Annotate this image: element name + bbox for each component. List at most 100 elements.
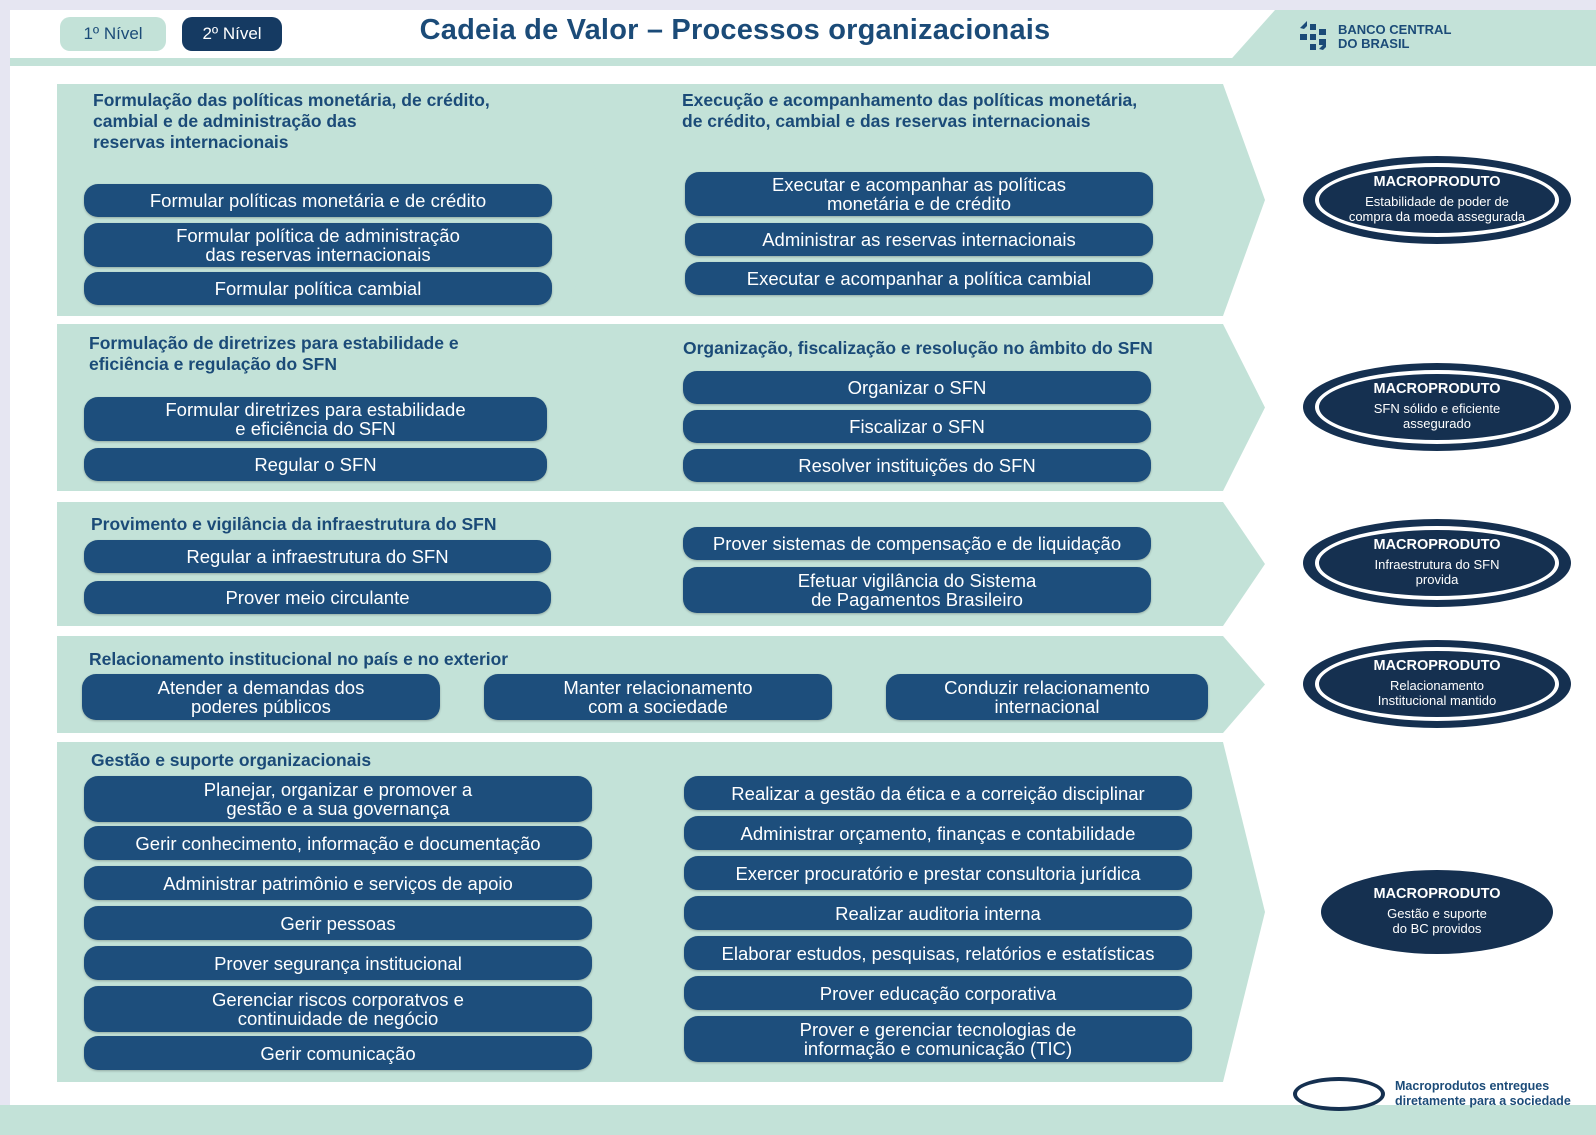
process-label: Prover meio circulante — [225, 588, 409, 607]
text-line: Gestão e suporte organizacionais — [91, 750, 372, 770]
group-title: Gestão e suporte organizacionais — [91, 750, 691, 771]
process-button[interactable]: Resolver instituições do SFN — [683, 449, 1151, 482]
process-label: Prover segurança institucional — [214, 954, 462, 973]
text-line: com a sociedade — [588, 696, 728, 717]
text-line: reservas internacionais — [93, 132, 289, 152]
process-label: Prover sistemas de compensação e de liqu… — [713, 534, 1121, 553]
text-line: compra da moeda assegurada — [1348, 209, 1526, 224]
process-button[interactable]: Realizar auditoria interna — [684, 896, 1192, 930]
text-line: Manter relacionamento — [563, 677, 753, 698]
process-button[interactable]: Organizar o SFN — [683, 371, 1151, 404]
process-button[interactable]: Prover meio circulante — [84, 581, 551, 614]
process-button[interactable]: Formular políticas monetária e de crédit… — [84, 184, 552, 217]
process-button[interactable]: Gerir conhecimento, informação e documen… — [84, 826, 592, 860]
process-button[interactable]: Realizar a gestão da ética e a correição… — [684, 776, 1192, 810]
text-line: Provimento e vigilância da infraestrutur… — [91, 514, 497, 534]
process-button[interactable]: Administrar orçamento, finanças e contab… — [684, 816, 1192, 850]
process-button[interactable]: Administrar patrimônio e serviços de apo… — [84, 866, 592, 900]
process-label: Gerir conhecimento, informação e documen… — [135, 834, 540, 853]
text-line: Administrar as reservas internacionais — [762, 229, 1076, 250]
text-line: Efetuar vigilância do Sistema — [797, 570, 1037, 591]
process-button[interactable]: Administrar as reservas internacionais — [685, 223, 1153, 256]
text-line: Gerir pessoas — [280, 912, 396, 934]
text-line: monetária e de crédito — [826, 193, 1012, 214]
process-button[interactable]: Gerir pessoas — [84, 906, 592, 940]
text-line: Formular política de administração — [176, 225, 460, 246]
process-label: Gerir pessoas — [280, 914, 395, 933]
text-line: Executar e acompanhar as políticas — [771, 174, 1067, 195]
text-line: gestão e a sua governança — [226, 798, 450, 819]
text-line: e eficiência do SFN — [235, 418, 396, 439]
text-line: Administrar patrimônio e serviços de apo… — [163, 872, 513, 894]
macroproduct-ring — [1315, 370, 1559, 444]
text-line: Planejar, organizar e promover a — [203, 779, 473, 800]
process-button[interactable]: Prover sistemas de compensação e de liqu… — [683, 527, 1151, 560]
process-label: Realizar a gestão da ética e a correição… — [731, 784, 1144, 803]
process-label: Gerir comunicação — [260, 1044, 415, 1063]
process-button[interactable]: Prover segurança institucional — [84, 946, 592, 980]
text-line: Gestão e suporte — [1387, 906, 1487, 921]
text-line: Prover educação corporativa — [819, 982, 1057, 1004]
text-line: Resolver instituições do SFN — [798, 455, 1036, 476]
group-title: Formulação das políticas monetária, de c… — [93, 90, 563, 153]
process-button[interactable]: Elaborar estudos, pesquisas, relatórios … — [684, 936, 1192, 970]
text-line: Relacionamento — [1390, 678, 1484, 693]
bcb-logo: BANCO CENTRAL DO BRASIL — [1298, 20, 1451, 54]
level-2-button[interactable]: 2º Nível — [182, 17, 282, 51]
process-label: Formular políticas monetária e de crédit… — [150, 191, 486, 210]
text-line: Administrar orçamento, finanças e contab… — [740, 822, 1136, 844]
text-line: Fiscalizar o SFN — [849, 416, 985, 437]
macroproduct-label: MACROPRODUTO — [1373, 174, 1501, 190]
process-button[interactable]: Executar e acompanhar a política cambial — [685, 262, 1153, 295]
text-line: Institucional mantido — [1377, 693, 1497, 708]
macroproduct-ring — [1315, 647, 1559, 721]
process-button[interactable]: Regular a infraestrutura do SFN — [84, 540, 551, 573]
legend-text: Macroprodutos entregues diretamente para… — [1395, 1079, 1571, 1109]
process-label: Elaborar estudos, pesquisas, relatórios … — [722, 944, 1155, 963]
process-button[interactable]: Regular o SFN — [84, 448, 547, 481]
text-line: Elaborar estudos, pesquisas, relatórios … — [721, 942, 1155, 964]
legend-line-2: diretamente para a sociedade — [1395, 1094, 1571, 1108]
text-line: Prover e gerenciar tecnologias de — [799, 1019, 1077, 1040]
process-button[interactable]: Fiscalizar o SFN — [683, 410, 1151, 443]
process-button[interactable]: Prover educação corporativa — [684, 976, 1192, 1010]
process-label: Fiscalizar o SFN — [849, 417, 985, 436]
process-label: Administrar patrimônio e serviços de apo… — [163, 874, 513, 893]
process-button[interactable]: Gerir comunicação — [84, 1036, 592, 1070]
text-line: informação e comunicação (TIC) — [803, 1038, 1073, 1059]
process-button[interactable]: Formular política cambial — [84, 272, 552, 305]
text-line: Exercer procuratório e prestar consultor… — [735, 862, 1141, 884]
level-1-button[interactable]: 1º Nível — [60, 17, 166, 51]
text-line: Relacionamento institucional no país e n… — [89, 649, 509, 669]
process-label: Exercer procuratório e prestar consultor… — [735, 864, 1140, 883]
process-button[interactable]: Exercer procuratório e prestar consultor… — [684, 856, 1192, 890]
process-label: Regular a infraestrutura do SFN — [186, 547, 448, 566]
text-line: eficiência e regulação do SFN — [89, 354, 337, 374]
text-line: continuidade de negócio — [237, 1008, 439, 1029]
text-line: Gerir conhecimento, informação e documen… — [135, 832, 541, 854]
process-label: Resolver instituições do SFN — [798, 456, 1036, 475]
macroproduct-label: MACROPRODUTO — [1373, 537, 1501, 553]
text-line: Conduzir relacionamento — [944, 677, 1150, 698]
